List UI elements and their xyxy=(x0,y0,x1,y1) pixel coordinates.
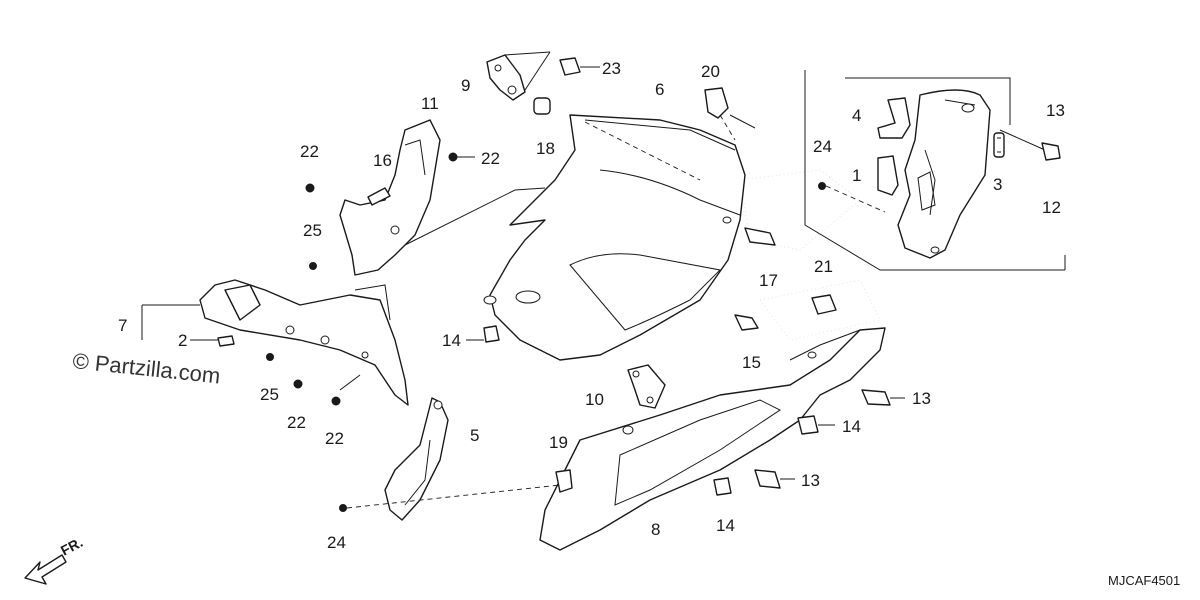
label-22-top-right: 22 xyxy=(481,149,500,168)
label-10: 10 xyxy=(585,390,604,409)
part-22-screw-top xyxy=(305,152,475,193)
part-6-main-cowl xyxy=(483,114,746,361)
part-5-lower-side xyxy=(384,397,449,521)
part-21-nut xyxy=(811,294,837,315)
part-14-grommets xyxy=(466,325,835,496)
label-24-inset: 24 xyxy=(813,137,832,156)
label-9: 9 xyxy=(461,76,470,95)
label-1: 1 xyxy=(852,166,861,185)
label-17: 17 xyxy=(759,271,778,290)
part-9-bracket xyxy=(486,51,551,101)
part-4-bracket xyxy=(877,97,911,139)
part-7-side-panel xyxy=(141,279,409,406)
label-15: 15 xyxy=(742,353,761,372)
label-4: 4 xyxy=(852,106,861,125)
label-24-low: 24 xyxy=(327,533,346,552)
label-3: 3 xyxy=(993,175,1002,194)
part-2-pad xyxy=(190,335,235,347)
diagram-code: MJCAF4501 xyxy=(1108,573,1180,588)
label-12: 12 xyxy=(1042,198,1061,217)
inset-detail-box xyxy=(804,70,1066,271)
label-19: 19 xyxy=(549,433,568,452)
label-16: 16 xyxy=(373,151,392,170)
label-22-mid: 22 xyxy=(287,413,306,432)
label-25-top: 25 xyxy=(303,221,322,240)
part-16-bolt xyxy=(367,187,391,206)
part-8-under-cowl xyxy=(539,327,886,551)
partzilla-watermark: © Partzilla.com xyxy=(71,348,221,388)
part-18-collar xyxy=(533,97,551,115)
label-5: 5 xyxy=(470,426,479,445)
callout-labels: 1 2 3 4 5 6 7 8 9 10 11 12 13 13 13 14 1… xyxy=(118,59,1065,552)
part-3-grommet xyxy=(993,132,1005,158)
label-13-low: 13 xyxy=(801,471,820,490)
label-6: 6 xyxy=(655,80,664,99)
label-11: 11 xyxy=(421,94,439,113)
part-13-screw-inset xyxy=(999,129,1061,161)
part-13-bolts xyxy=(754,389,905,489)
label-23: 23 xyxy=(602,59,621,78)
part-1-pad xyxy=(877,155,899,196)
part-12-inner-panel xyxy=(897,89,991,259)
part-24-screw-lower xyxy=(339,484,561,512)
label-22-top-left: 22 xyxy=(300,142,319,161)
label-22-low: 22 xyxy=(325,429,344,448)
part-24-screw-inset xyxy=(818,182,886,213)
part-11-inner-bracket xyxy=(339,119,546,276)
label-18: 18 xyxy=(536,139,555,158)
label-13-mid: 13 xyxy=(912,389,931,408)
part-17-bolt xyxy=(744,227,776,246)
label-25-low: 25 xyxy=(260,385,279,404)
part-10-bracket xyxy=(627,364,666,409)
label-14-low: 14 xyxy=(716,516,735,535)
label-2: 2 xyxy=(178,331,187,350)
label-8: 8 xyxy=(651,520,660,539)
label-7: 7 xyxy=(118,316,127,335)
label-14-left: 14 xyxy=(442,331,461,350)
part-20-clip xyxy=(704,87,756,141)
label-20: 20 xyxy=(701,62,720,81)
texture-shading xyxy=(739,169,881,341)
label-14-right: 14 xyxy=(842,417,861,436)
label-21: 21 xyxy=(814,257,833,276)
label-13-inset: 13 xyxy=(1046,101,1065,120)
part-23-bolt xyxy=(559,57,600,76)
part-15-bolt xyxy=(734,314,759,331)
part-19-nut xyxy=(555,469,573,493)
front-direction-arrow xyxy=(24,554,67,585)
part-25-22-screws xyxy=(266,262,361,406)
